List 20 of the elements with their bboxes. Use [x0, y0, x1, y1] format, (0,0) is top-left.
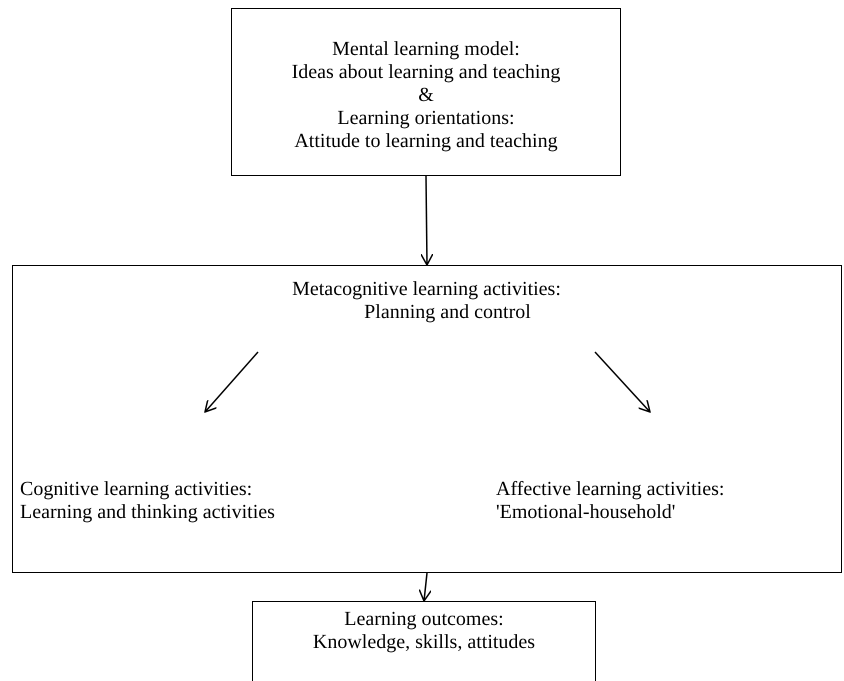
- arrow: [204, 352, 259, 413]
- node-text: Metacognitive learning activities:: [291, 278, 562, 301]
- node-text: Planning and control: [363, 301, 532, 324]
- process-box: [252, 601, 596, 681]
- group-box: [12, 265, 842, 573]
- node-text: Ideas about learning and teaching: [290, 60, 562, 84]
- node-text: Learning orientations:: [336, 106, 516, 130]
- node-text: 'Emotional-household': [496, 501, 676, 524]
- node-text: Affective learning activities:: [496, 478, 726, 501]
- node-text: Learning and thinking activities: [20, 501, 276, 524]
- arrow: [594, 352, 651, 413]
- node-text: Learning outcomes:: [343, 608, 505, 631]
- arrow: [418, 572, 432, 602]
- process-box: [231, 8, 621, 176]
- node-text: Cognitive learning activities:: [20, 478, 254, 501]
- node-text: Attitude to learning and teaching: [293, 130, 559, 152]
- arrow: [420, 176, 434, 266]
- node-text: Mental learning model:: [331, 38, 521, 60]
- node-text: &: [417, 84, 435, 106]
- node-text: Knowledge, skills, attitudes: [312, 631, 536, 654]
